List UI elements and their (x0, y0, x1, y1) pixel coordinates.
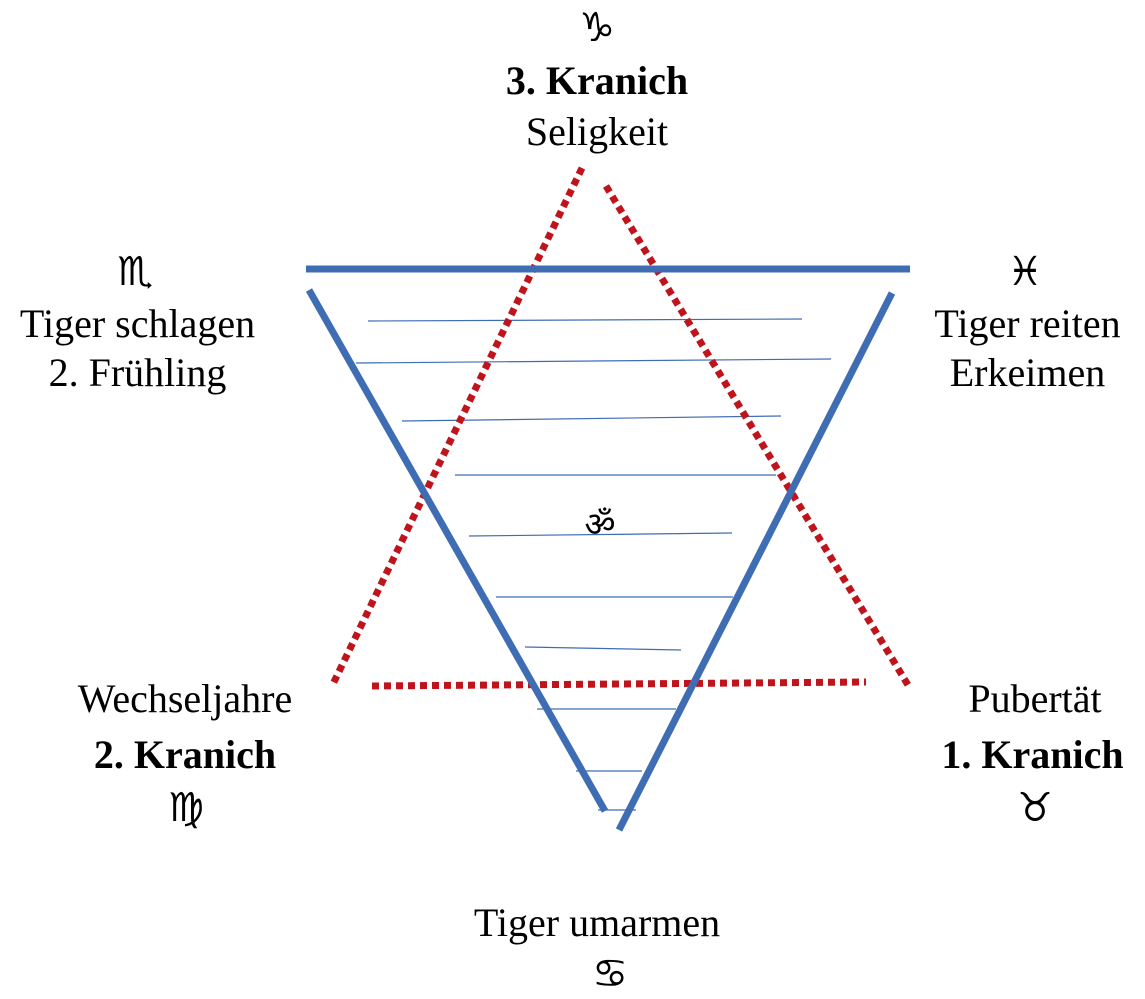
lower-right-line1: Pubertät (968, 676, 1102, 721)
lower-right-title: 1. Kranich (941, 732, 1124, 777)
upper-right-line2: Erkeimen (949, 350, 1106, 395)
red-triangle-left-side (328, 166, 586, 688)
hatching-lines (355, 318, 832, 811)
pisces-icon: ♓ (1007, 249, 1043, 295)
lower-left-title: 2. Kranich (93, 732, 277, 777)
scorpio-icon: ♏ (117, 249, 153, 295)
top-title: 3. Kranich (505, 58, 689, 103)
hatch-line (367, 318, 803, 322)
hatch-line (524, 646, 682, 651)
upper-left-line2: 2. Frühling (48, 350, 227, 395)
red-triangle-right-side (603, 184, 911, 687)
taurus-icon: ♉ (1017, 785, 1053, 831)
blue-triangle-left-side (305, 288, 609, 813)
capricorn-icon: ♑ (579, 5, 615, 51)
bottom-line1: Tiger umarmen (473, 900, 721, 945)
blue-triangle-right-side (615, 291, 896, 832)
hatch-line (401, 415, 782, 422)
om-icon: ॐ (584, 505, 616, 545)
top-subtitle: Seligkeit (525, 109, 669, 154)
red-triangle-base (371, 678, 867, 690)
blue-inverted-triangle (305, 265, 910, 832)
upper-left-line1: Tiger schlagen (19, 301, 256, 346)
upper-right-line1: Tiger reiten (934, 301, 1121, 346)
lower-left-line1: Wechseljahre (77, 676, 293, 721)
virgo-icon: ♍ (168, 785, 204, 831)
hatch-line (468, 532, 733, 537)
hatch-line (355, 358, 832, 364)
cancer-icon: ♋ (592, 951, 628, 997)
